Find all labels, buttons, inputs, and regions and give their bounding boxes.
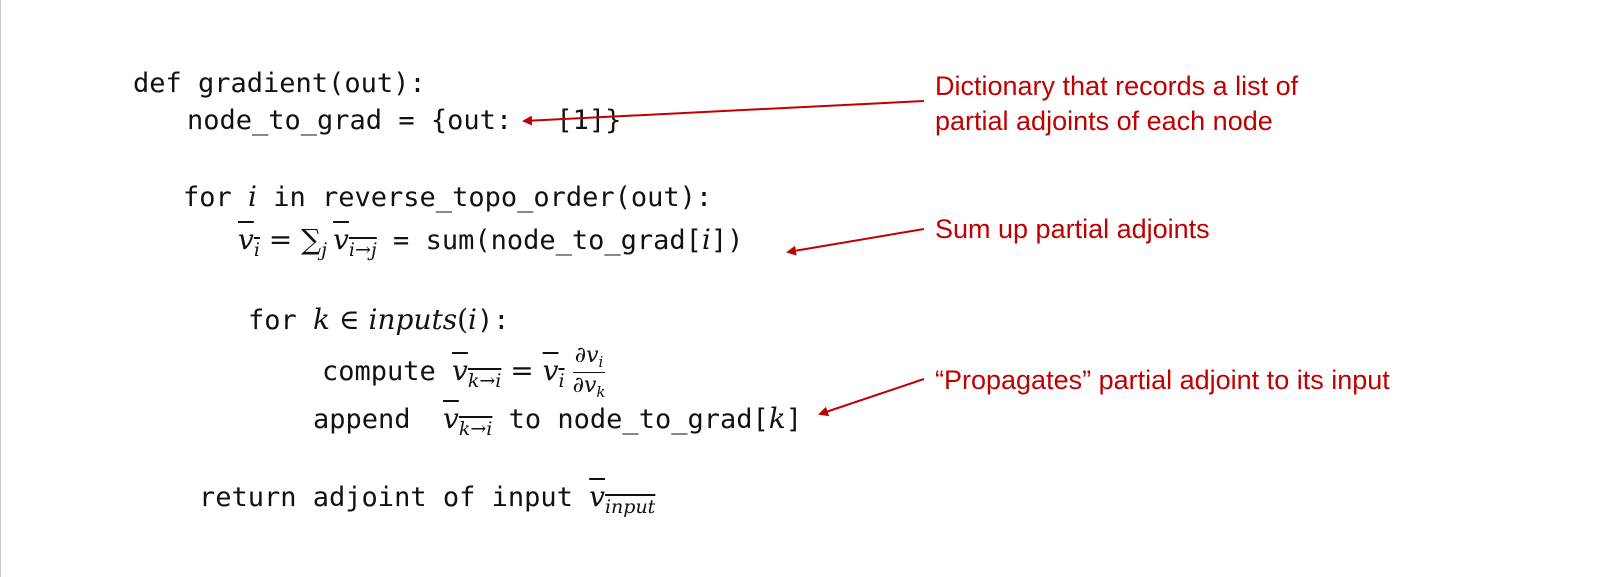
arrow-to-node-to-grad	[522, 100, 925, 126]
vbar-input: vinput	[589, 480, 656, 518]
annotation-propagates-text: “Propagates” partial adjoint to its inpu…	[935, 365, 1390, 395]
code-line-for-reverse: for i in reverse_topo_order(out):	[183, 180, 713, 213]
code-line-def: def gradient(out):	[133, 70, 426, 97]
return-text: return adjoint of input	[199, 482, 590, 513]
node-to-grad-init: node_to_grad = {out:	[187, 105, 529, 136]
annotation-sum-up-text: Sum up partial adjoints	[935, 214, 1210, 244]
equals-sign: =	[259, 223, 302, 256]
vbar-i-compute: vi	[542, 354, 565, 392]
sum-sub-j: j	[321, 239, 328, 261]
loop-var-k: k	[313, 303, 330, 336]
slide-left-border	[0, 0, 1, 577]
append-keyword: append	[313, 404, 444, 435]
code-line-for-inputs: for k ∈ inputs(i):	[248, 303, 510, 336]
vbar-k-to-i: vk→i	[452, 354, 502, 392]
element-of-symbol: ∈	[330, 303, 369, 336]
to-node-to-grad-text: to node_to_grad[	[492, 404, 769, 435]
code-line-compute: compute vk→i = vi∂vi∂vk	[322, 345, 605, 400]
index-i: i	[701, 223, 711, 256]
for-keyword: for	[183, 182, 249, 213]
sum-node-to-grad-text: = sum(node_to_grad[	[376, 225, 702, 256]
inputs-function: inputs	[368, 303, 458, 336]
code-line-return: return adjoint of input vinput	[199, 483, 655, 517]
reverse-topo-order-text: in reverse_topo_order(out):	[257, 182, 713, 213]
initial-grad-list: [1]}	[556, 105, 622, 136]
index-k: k	[768, 402, 786, 435]
annotation-dictionary-line1: Dictionary that records a list of	[935, 71, 1299, 101]
partial-derivative-fraction: ∂vi∂vk	[572, 343, 606, 401]
annotation-dictionary-line2: partial adjoints of each node	[935, 106, 1273, 137]
open-paren: (	[457, 303, 469, 336]
sum-symbol: ∑	[301, 223, 322, 256]
annotation-propagates: “Propagates” partial adjoint to its inpu…	[935, 363, 1390, 398]
inputs-arg-i: i	[468, 303, 478, 336]
close-bracket-k: ]	[785, 404, 802, 435]
for-keyword-inner: for	[248, 305, 314, 336]
arrow-to-append	[818, 378, 925, 417]
vbar-i-to-j: vi→j	[333, 223, 377, 261]
loop-var-i: i	[248, 180, 257, 213]
arrow-to-sum	[786, 228, 925, 256]
annotation-sum-up: Sum up partial adjoints	[935, 212, 1210, 247]
vbar-i: vi	[238, 223, 260, 261]
def-gradient-text: def gradient(out):	[133, 68, 426, 99]
close-bracket: ])	[710, 225, 744, 256]
annotation-dictionary: Dictionary that records a list of partia…	[935, 69, 1298, 139]
close-paren-colon: ):	[477, 305, 510, 336]
equals-sign-compute: =	[501, 354, 543, 387]
code-line-append: append vk→i to node_to_grad[k]	[313, 405, 802, 439]
compute-keyword: compute	[322, 356, 453, 387]
vbar-k-to-i-append: vk→i	[443, 402, 493, 440]
code-line-node-to-grad: node_to_grad = {out: [1]}	[187, 107, 621, 134]
